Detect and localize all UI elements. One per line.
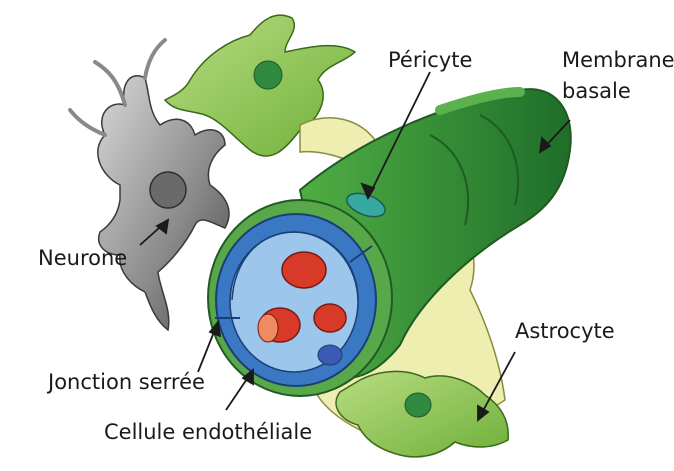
label-pericyte: Péricyte bbox=[388, 48, 472, 73]
label-membrane-line2: basale bbox=[562, 79, 674, 104]
label-astrocyte: Astrocyte bbox=[515, 319, 615, 344]
label-membrane-basale: Membrane basale bbox=[562, 48, 674, 104]
label-cellule-endotheliale: Cellule endothéliale bbox=[104, 420, 312, 445]
label-membrane-line1: Membrane bbox=[562, 48, 674, 73]
red-blood-cell bbox=[314, 304, 346, 332]
red-blood-cell bbox=[282, 252, 326, 288]
red-blood-cell bbox=[258, 314, 278, 342]
label-jonction-serree: Jonction serrée bbox=[48, 370, 205, 395]
label-neurone: Neurone bbox=[38, 246, 127, 271]
endothelial-nucleus bbox=[318, 345, 342, 365]
